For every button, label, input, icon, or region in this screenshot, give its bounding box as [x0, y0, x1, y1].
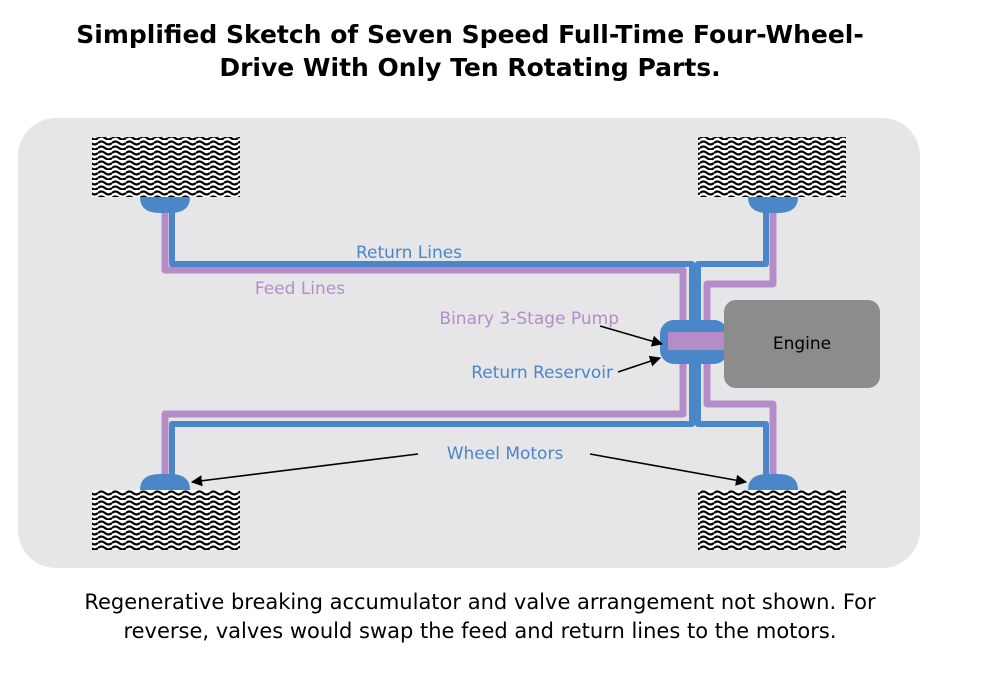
- return-lines-label: Return Lines: [356, 243, 462, 263]
- title-line-2: Drive With Only Ten Rotating Parts.: [219, 53, 721, 82]
- pump-assembly: [660, 320, 728, 364]
- wheel-rear-right: [698, 490, 846, 550]
- motor-front-right: [748, 197, 798, 213]
- motor-rear-left: [140, 474, 190, 490]
- wheel-front-right: [698, 137, 846, 197]
- diagram-caption: Regenerative breaking accumulator and va…: [20, 588, 940, 646]
- wheel-motors-arrow-left: [190, 453, 419, 487]
- chassis-panel: [18, 118, 920, 568]
- wheel-motors-arrow-right: [589, 453, 748, 486]
- engine-block: [724, 300, 880, 388]
- pump-arrow: [599, 325, 664, 347]
- diagram-title: Simplified Sketch of Seven Speed Full-Ti…: [20, 18, 920, 84]
- pointer-arrows: [190, 325, 748, 487]
- binary-pump: [668, 332, 728, 350]
- reservoir-label: Return Reservoir: [471, 363, 613, 383]
- pump-label: Binary 3-Stage Pump: [439, 309, 619, 329]
- wheel-motors: [140, 197, 798, 490]
- feed-lines-label: Feed Lines: [255, 279, 345, 299]
- wheel-motors-label: Wheel Motors: [447, 444, 564, 464]
- caption-line-2: reverse, valves would swap the feed and …: [123, 619, 837, 643]
- wheel-rear-left: [92, 490, 240, 550]
- caption-line-1: Regenerative breaking accumulator and va…: [84, 590, 876, 614]
- motor-rear-right: [748, 474, 798, 490]
- title-line-1: Simplified Sketch of Seven Speed Full-Ti…: [76, 20, 864, 49]
- reservoir-arrow: [617, 355, 662, 373]
- wheel-front-left: [92, 137, 240, 197]
- motor-front-left: [140, 197, 190, 213]
- engine-label: Engine: [773, 334, 831, 354]
